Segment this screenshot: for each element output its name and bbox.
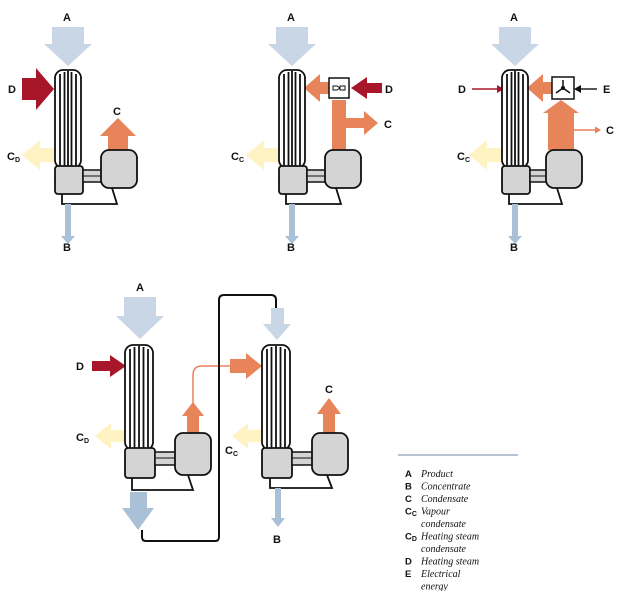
legend-code: CD — [405, 532, 417, 544]
heating-steam-arrow — [92, 355, 126, 377]
recycled-vapour-arrow — [527, 74, 552, 102]
intermediate-concentrate-arrow — [122, 492, 154, 530]
label-cd: CD — [7, 151, 20, 164]
label-a: A — [510, 12, 518, 24]
drain-line — [61, 187, 119, 205]
evaporator-sump — [278, 165, 308, 195]
vapour-condensate-arrow — [246, 140, 278, 170]
label-c: C — [325, 384, 333, 396]
legend-description: Heating steam — [420, 557, 479, 568]
heating-steam-arrowhead — [497, 85, 504, 93]
heating-steam-arrow — [351, 77, 382, 99]
legend-code: CC — [405, 507, 417, 519]
separator — [545, 149, 583, 189]
heating-condensate-arrow — [22, 140, 54, 170]
label-b: B — [510, 242, 518, 254]
label-cc: CC — [231, 151, 244, 164]
panel-direct-heating: A D CD C B — [7, 12, 138, 254]
label-d: D — [385, 84, 393, 96]
vapour-transfer-arrow — [230, 353, 262, 379]
product-arrow — [268, 27, 316, 66]
label-a: A — [136, 282, 144, 294]
label-c: C — [384, 119, 392, 131]
separator — [100, 149, 138, 189]
label-b: B — [287, 242, 295, 254]
drain-line — [508, 187, 564, 205]
label-d: D — [458, 84, 466, 96]
label-cc: CC — [457, 151, 470, 164]
label-c: C — [606, 125, 614, 137]
vapour-arrow — [100, 118, 136, 150]
label-c: C — [113, 106, 121, 118]
vapour-condensate-arrow — [232, 423, 262, 449]
evaporator-sump-2 — [261, 447, 293, 479]
drain-line-1 — [131, 474, 195, 491]
legend-code: B — [405, 482, 412, 493]
evaporator-sump — [501, 165, 531, 195]
separator-2 — [311, 432, 349, 476]
electrical-energy-arrowhead — [574, 85, 581, 93]
label-d: D — [8, 84, 16, 96]
jet-compressor-icon — [332, 85, 346, 91]
recycled-vapour-arrow — [304, 74, 329, 102]
drain-line — [285, 187, 343, 205]
concentrate-arrow — [271, 488, 285, 527]
legend-code: C — [405, 494, 412, 505]
panel-two-effect: A D CD CC C — [76, 282, 349, 546]
vapour-riser — [332, 100, 378, 150]
legend-description: Condensate — [421, 494, 469, 505]
label-b: B — [273, 534, 281, 546]
legend-description: Product — [420, 469, 453, 480]
separator — [324, 149, 362, 189]
concentrate-arrow — [508, 204, 522, 244]
evaporator-sump-1 — [124, 447, 156, 479]
legend-code: E — [405, 569, 411, 580]
product-arrow — [116, 297, 164, 339]
label-cc: CC — [225, 445, 238, 458]
legend-code: A — [405, 469, 412, 480]
label-a: A — [63, 12, 71, 24]
legend-code: D — [405, 557, 412, 568]
fan-compressor-icon — [555, 80, 571, 94]
concentrate-arrow — [285, 204, 299, 244]
vapour-riser — [543, 100, 579, 150]
heating-condensate-arrow — [95, 423, 125, 449]
panel-thermocompressor: A D C CC B — [231, 12, 393, 254]
panel-mvr: A D E C CC — [457, 12, 614, 254]
label-d: D — [76, 361, 84, 373]
label-b: B — [63, 242, 71, 254]
legend-description: Concentrate — [421, 482, 471, 493]
product-arrow — [44, 27, 92, 66]
vapour-arrow — [317, 398, 341, 434]
label-e: E — [603, 84, 610, 96]
drain-line-2 — [269, 474, 334, 489]
product-arrow — [491, 27, 539, 66]
label-a: A — [287, 12, 295, 24]
label-cd: CD — [76, 432, 89, 445]
vapour-transfer-line — [192, 365, 230, 404]
evaporator-sump — [54, 165, 84, 195]
separator-1 — [174, 432, 212, 476]
concentrate-arrow — [61, 204, 75, 244]
vapour-riser — [182, 402, 204, 434]
product-arrow-2 — [263, 308, 291, 340]
heating-steam-arrow — [22, 68, 54, 110]
transfer-pipe — [141, 294, 277, 542]
vapour-condensate-arrow — [469, 140, 501, 170]
excess-vapour-arrowhead — [595, 126, 601, 134]
